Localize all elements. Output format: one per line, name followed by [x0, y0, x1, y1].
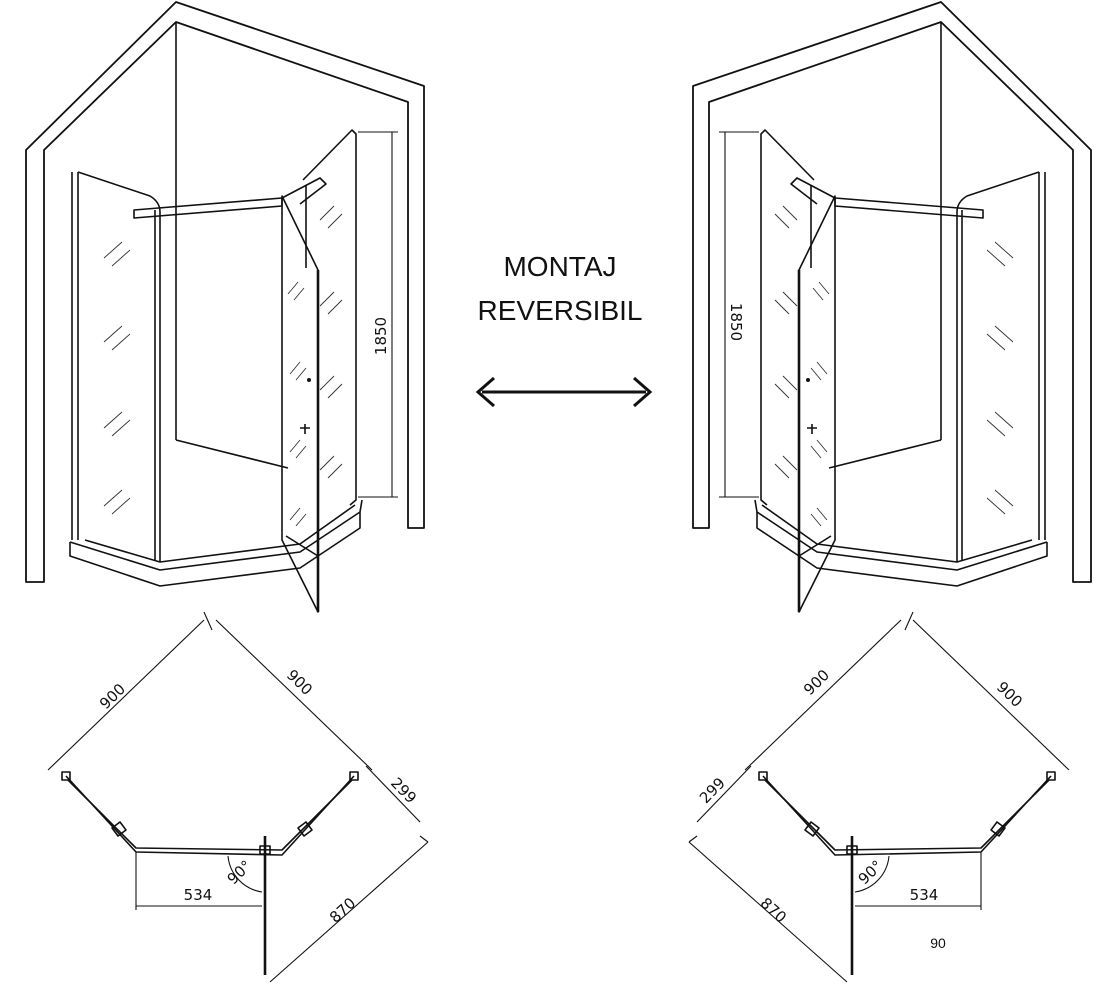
footer-label: 90 — [930, 935, 946, 951]
side-a-dimension-right: 900 — [800, 666, 833, 699]
return-dimension-left: 299 — [387, 774, 420, 807]
height-dimension-right: 1850 — [727, 303, 745, 341]
heading-line-1: MONTAJ — [503, 251, 616, 282]
floor-plan-left — [47, 611, 429, 983]
heading-line-2: REVERSIBIL — [478, 295, 643, 326]
height-dimension-left: 1850 — [372, 317, 390, 355]
door-dimension-left: 870 — [326, 894, 359, 927]
front-dimension-right: 534 — [910, 886, 939, 904]
side-b-dimension-left: 900 — [283, 666, 316, 699]
angle-label-right: 90° — [855, 857, 887, 888]
shower-3d-view-right — [692, 1, 1092, 613]
shower-3d-view-left — [25, 1, 425, 613]
door-dimension-right: 870 — [757, 894, 790, 927]
side-b-dimension-right: 900 — [993, 678, 1026, 711]
side-a-dimension-left: 900 — [96, 680, 129, 713]
return-dimension-right: 299 — [696, 774, 729, 807]
front-dimension-left: 534 — [184, 886, 213, 904]
floor-plan-right — [688, 611, 1070, 983]
double-arrow-icon — [475, 376, 653, 408]
